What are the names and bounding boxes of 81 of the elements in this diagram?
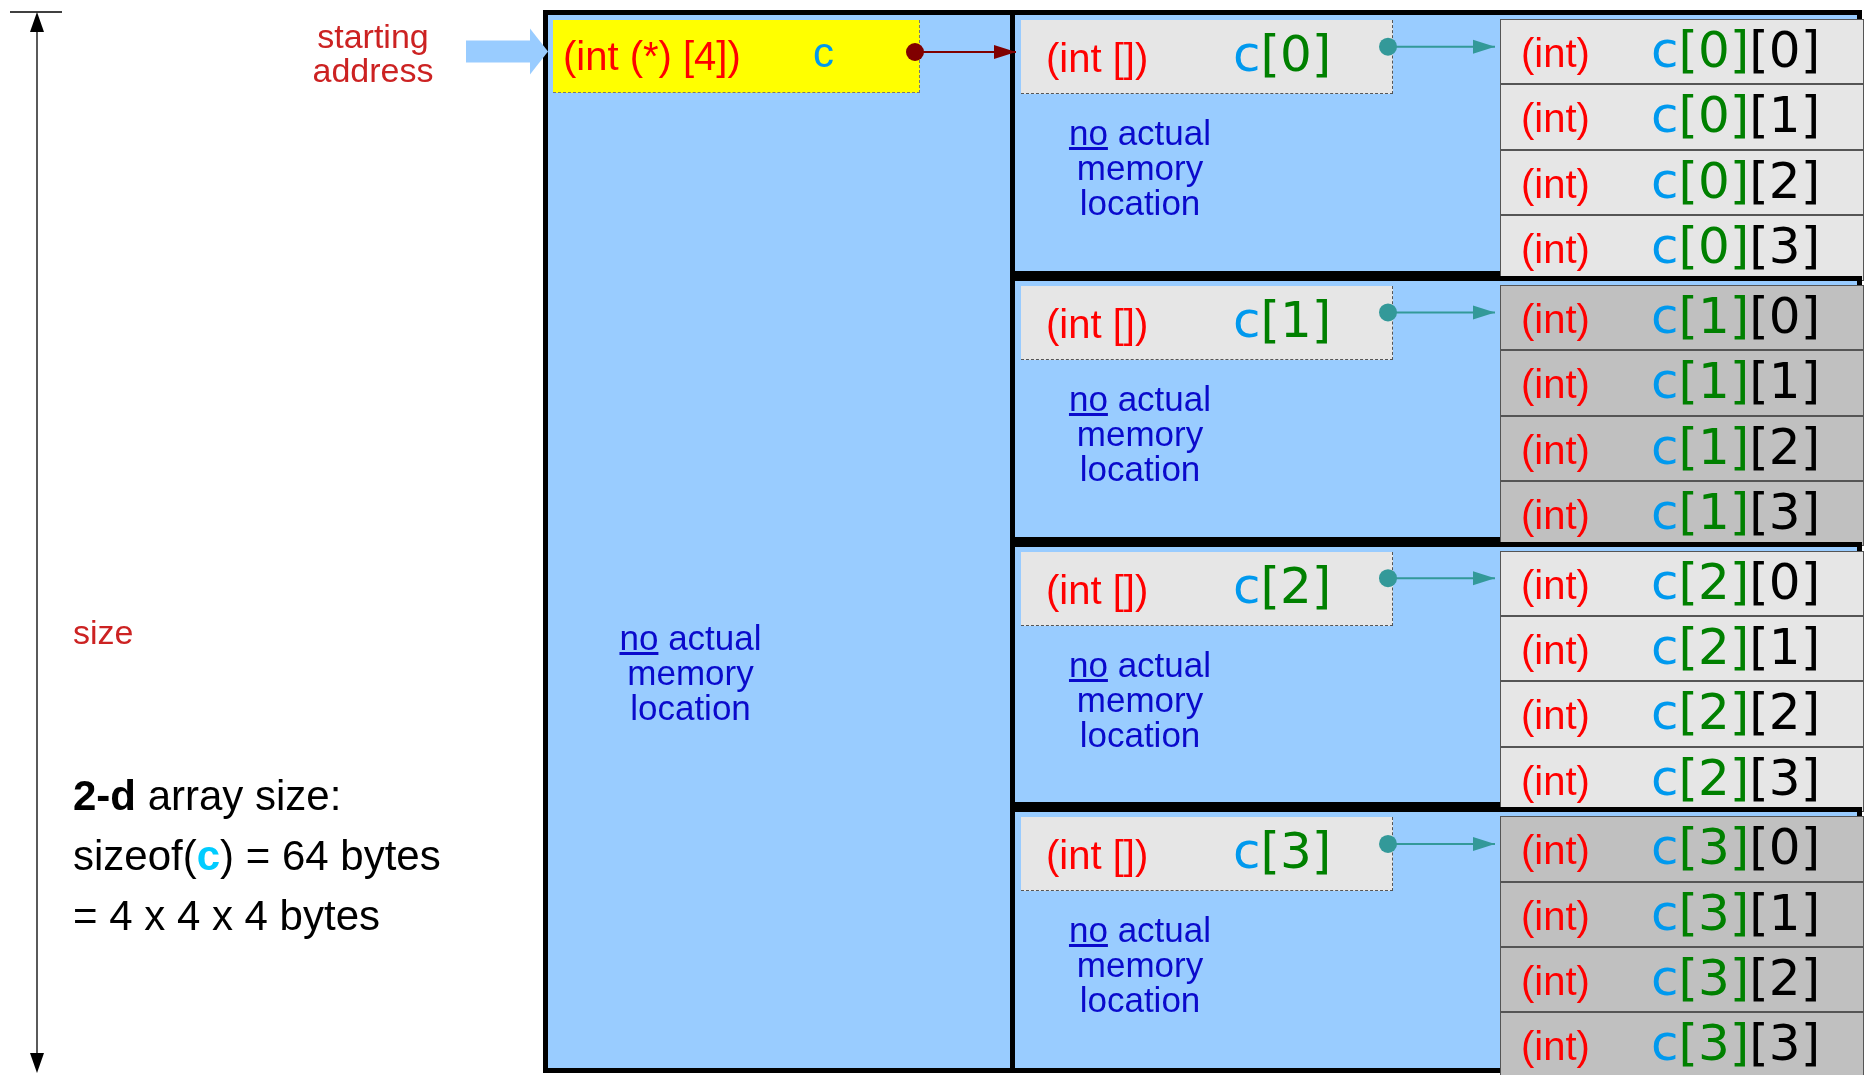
variable-name: c[3][0] [1651, 822, 1821, 873]
type-text: (int []) [1046, 835, 1149, 876]
array-element-cell [1500, 149, 1864, 216]
type-text: (int) [1521, 1026, 1590, 1067]
text-line: = 4 x 4 x 4 bytes [73, 895, 380, 937]
type-text: (int) [1521, 298, 1590, 339]
array-element-cell [1500, 84, 1864, 150]
array-element-cell [1500, 746, 1864, 813]
type-text: (int) [1521, 494, 1590, 535]
note-text: no actual memory location [1067, 912, 1213, 1018]
type-text: (int) [1521, 961, 1590, 1002]
memory-block [1010, 807, 1862, 1073]
variable-name: c [813, 32, 834, 74]
note-text: no actual memory location [1067, 115, 1213, 220]
pointer-arrow [1379, 37, 1496, 56]
variable-name: c[2] [1233, 560, 1332, 611]
text-label: starting address [311, 19, 435, 87]
variable-name: c[0][0] [1651, 25, 1821, 75]
variable-name: c[0] [1233, 29, 1332, 79]
type-text: (int) [1521, 33, 1590, 73]
type-text: (int (*) [4]) [563, 36, 741, 76]
memory-block [543, 10, 1010, 1073]
variable-name: c[3][1] [1651, 887, 1821, 938]
type-text: (int) [1521, 163, 1590, 204]
array-element-cell [1500, 550, 1864, 616]
array-element-cell [1500, 1012, 1864, 1075]
variable-name: c[0][3] [1651, 221, 1821, 272]
type-text: (int) [1521, 695, 1590, 736]
variable-name: c[2][3] [1651, 752, 1821, 803]
type-text: (int) [1521, 98, 1590, 139]
pointer-arrow [1379, 303, 1496, 322]
pointer-arrow [906, 43, 1017, 61]
variable-name: c[1][1] [1651, 356, 1821, 407]
variable-name: c[1][0] [1651, 290, 1821, 341]
array-element-cell [1500, 19, 1864, 85]
type-text: (int) [1521, 830, 1590, 871]
type-text: (int []) [1046, 569, 1149, 610]
array-header-cell [1021, 551, 1393, 626]
pointer-arrow [1379, 569, 1496, 588]
text-line: 2-d array size: [73, 775, 342, 817]
variable-name: c[0][1] [1651, 90, 1821, 141]
pointer-cell [553, 20, 920, 93]
type-text: (int) [1521, 629, 1590, 670]
note-text: no actual memory location [1067, 380, 1213, 486]
type-text: (int) [1521, 429, 1590, 470]
type-text: (int) [1521, 364, 1590, 405]
note-text: no actual memory location [618, 620, 763, 725]
type-text: (int) [1521, 760, 1590, 801]
variable-name: c[3] [1233, 826, 1332, 877]
variable-name: c[1][3] [1651, 486, 1821, 537]
array-header-cell [1021, 20, 1393, 94]
array-element-cell [1500, 881, 1864, 948]
array-header-cell [1021, 285, 1393, 360]
array-element-cell [1500, 816, 1864, 882]
block-arrow [466, 28, 548, 75]
array-header-cell [1021, 817, 1393, 892]
array-element-cell [1500, 284, 1864, 351]
type-text: (int []) [1046, 303, 1149, 344]
note-text: no actual memory location [1067, 646, 1213, 752]
pointer-arrow [1379, 834, 1496, 853]
variable-name: c[1][2] [1651, 421, 1821, 472]
type-text: (int []) [1046, 38, 1149, 78]
variable-name: c[0][2] [1651, 155, 1821, 206]
dimension-label: size [73, 615, 134, 649]
array-element-cell [1500, 415, 1864, 481]
variable-name: c[2][1] [1651, 621, 1821, 672]
variable-name: c[3][2] [1651, 953, 1821, 1004]
type-text: (int) [1521, 564, 1590, 605]
array-element-cell [1500, 615, 1864, 682]
variable-name: c[3][3] [1651, 1018, 1821, 1069]
text-line: sizeof(c) = 64 bytes [73, 835, 441, 877]
type-text: (int) [1521, 895, 1590, 936]
array-element-cell [1500, 215, 1864, 281]
variable-name: c[2][2] [1651, 687, 1821, 738]
variable-name: c[1] [1233, 294, 1332, 345]
array-element-cell [1500, 480, 1864, 547]
array-element-cell [1500, 947, 1864, 1013]
type-text: (int) [1521, 229, 1590, 270]
array-element-cell [1500, 350, 1864, 416]
variable-name: c[2][0] [1651, 556, 1821, 607]
array-element-cell [1500, 681, 1864, 747]
